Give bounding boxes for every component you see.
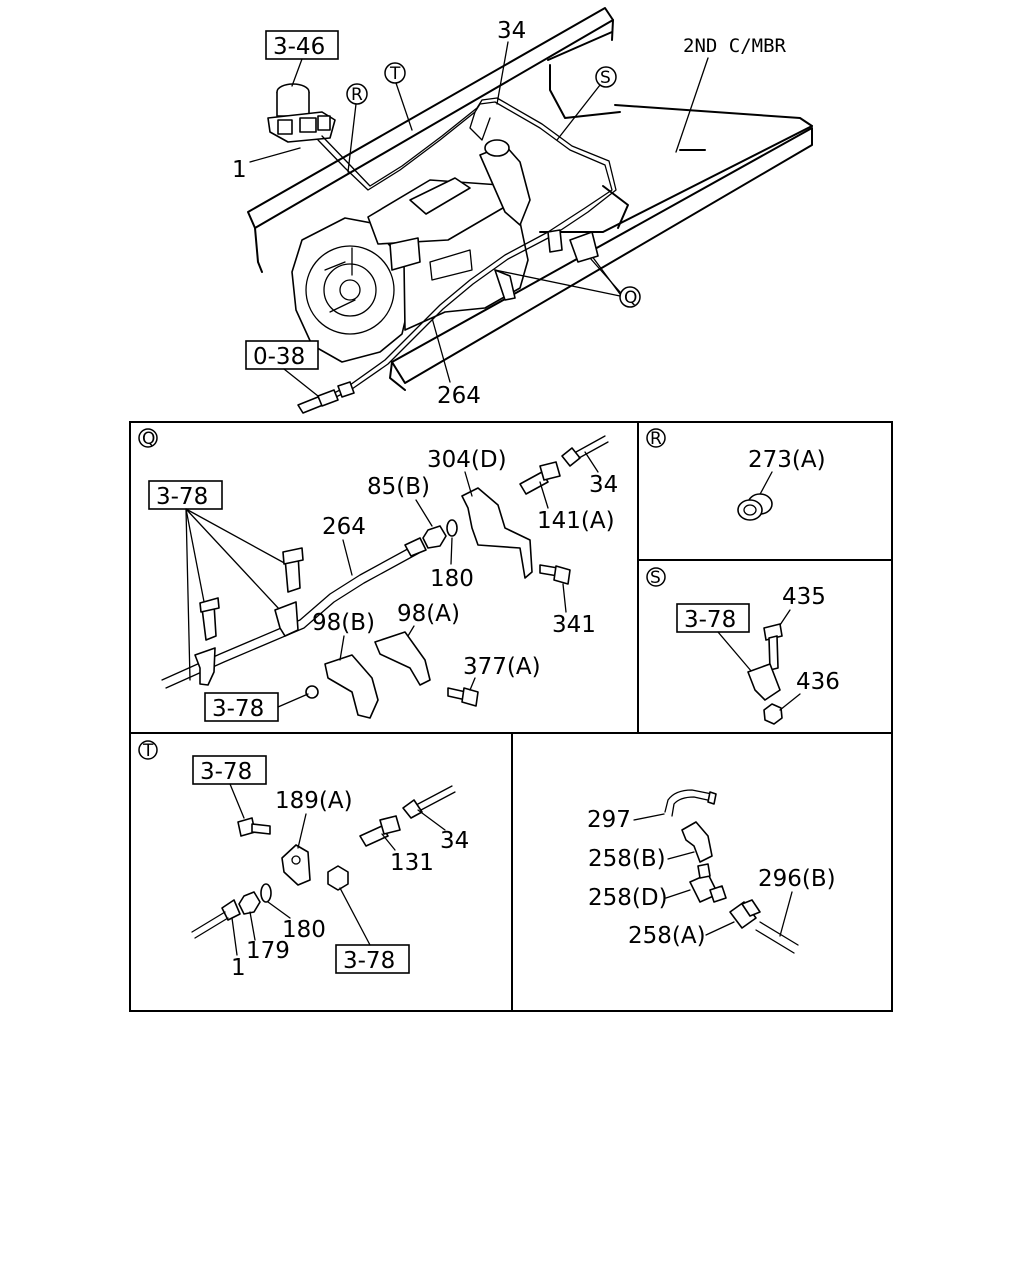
panel-fittings-label-296b: 296(B) xyxy=(758,866,836,892)
panel-t-ref-3-78-top: 3-78 xyxy=(200,759,252,785)
label-1: 1 xyxy=(232,157,247,183)
panel-s: S 3-78 435 436 xyxy=(646,567,840,725)
panel-q-label-341: 341 xyxy=(552,612,596,638)
panel-q-ref-box-top xyxy=(148,480,223,510)
panel-t-label-131: 131 xyxy=(390,850,434,876)
frame-rail xyxy=(247,7,813,391)
overview-drawing: 2ND C/MBR 3-46 xyxy=(232,7,813,414)
panel-q-label-98b: 98(B) xyxy=(312,610,375,636)
panel-q-ref-3-78-bottom: 3-78 xyxy=(212,696,264,722)
circle-label-q: Q xyxy=(624,288,637,308)
panel-t-tag: T xyxy=(142,741,154,761)
callout-box-3-46 xyxy=(265,30,339,60)
panel-q-label-377a: 377(A) xyxy=(463,654,541,680)
panel-t-ref-3-78-bottom: 3-78 xyxy=(343,948,395,974)
panel-t-label-34: 34 xyxy=(440,828,469,854)
leader-1 xyxy=(249,147,301,163)
circle-label-r: R xyxy=(351,85,363,105)
label-264: 264 xyxy=(437,383,481,409)
label-2nd-cmbr: 2ND C/MBR xyxy=(683,35,787,57)
panel-q-label-141a: 141(A) xyxy=(537,508,615,534)
transmission xyxy=(291,139,531,363)
panel-s-ref-box xyxy=(676,603,750,633)
panel-q: Q 3-78 264 85(B) 180 304(D) xyxy=(138,428,618,722)
leader-q-3 xyxy=(589,257,621,293)
panel-q-label-98a: 98(A) xyxy=(397,601,460,627)
panel-r-label-273a: 273(A) xyxy=(748,447,826,473)
air-pipe-upper xyxy=(317,97,617,400)
callout-circle-r xyxy=(346,83,368,105)
callout-0-38: 0-38 xyxy=(253,344,305,370)
callout-circle-s xyxy=(595,66,617,88)
panel-s-tag: S xyxy=(650,568,661,588)
panel-fittings-label-258d: 258(D) xyxy=(588,885,668,911)
callout-circle-t xyxy=(384,62,406,84)
panel-s-ref-3-78: 3-78 xyxy=(684,607,736,633)
leader-t xyxy=(395,82,413,131)
leader-34 xyxy=(496,41,509,105)
panel-q-label-264: 264 xyxy=(322,514,366,540)
leader-r xyxy=(347,103,357,173)
panel-fittings-label-297: 297 xyxy=(587,807,631,833)
panel-fittings-label-258a: 258(A) xyxy=(628,923,706,949)
panel-t-label-179: 179 xyxy=(246,938,290,964)
leader-s xyxy=(556,84,601,141)
panel-q-tag: Q xyxy=(142,429,155,449)
panel-t: T 3-78 189(A) 131 34 3-78 180 179 xyxy=(138,740,469,981)
panel-r: R 273(A) xyxy=(646,428,826,521)
panel-q-label-85b: 85(B) xyxy=(367,474,430,500)
panel-r-tag: R xyxy=(650,429,662,449)
leader-264 xyxy=(431,317,451,383)
callout-3-46: 3-46 xyxy=(273,34,325,60)
leader-0-38 xyxy=(283,368,319,397)
leader-q-2 xyxy=(494,269,621,297)
panel-t-label-1: 1 xyxy=(231,955,246,981)
callout-box-0-38 xyxy=(245,340,319,370)
panel-q-label-180: 180 xyxy=(430,566,474,592)
panel-q-ref-3-78-top: 3-78 xyxy=(156,484,208,510)
panel-fittings-label-258b: 258(B) xyxy=(588,846,666,872)
panel-s-label-436: 436 xyxy=(796,669,840,695)
grommet-273a xyxy=(737,493,773,521)
panel-q-label-34: 34 xyxy=(589,472,618,498)
circle-label-t: T xyxy=(389,64,401,84)
callout-circle-q xyxy=(619,286,641,308)
label-34: 34 xyxy=(497,18,526,44)
valve-assembly xyxy=(267,83,336,143)
panel-t-label-189a: 189(A) xyxy=(275,788,353,814)
panel-t-ref-box-bottom xyxy=(335,944,410,974)
leader-2nd-cmbr xyxy=(675,57,709,153)
panel-fittings: 297 258(B) 258(D) 258(A) 296(B) xyxy=(587,789,836,954)
panel-s-label-435: 435 xyxy=(782,584,826,610)
leader-3-46 xyxy=(291,58,303,87)
panel-q-ref-box-bottom xyxy=(204,692,279,722)
circle-label-s: S xyxy=(600,68,611,88)
panel-t-label-180: 180 xyxy=(282,917,326,943)
panel-q-label-304d: 304(D) xyxy=(427,447,507,473)
